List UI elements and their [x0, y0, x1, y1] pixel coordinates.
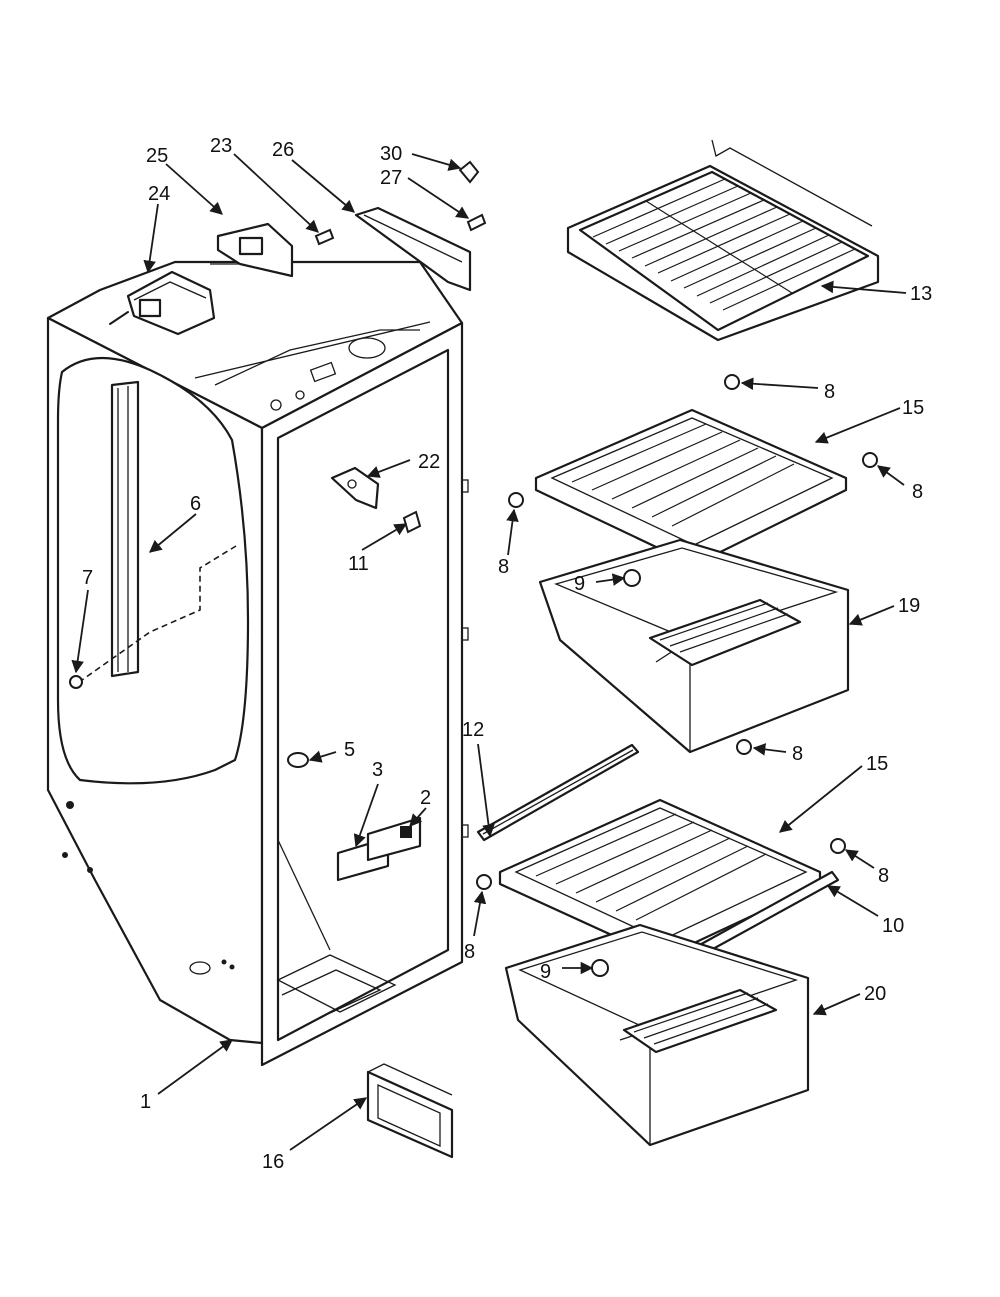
- label-7: 7: [82, 567, 93, 589]
- crisper-drawer-part-20: [504, 923, 810, 1147]
- label-8-c: 8: [498, 556, 509, 578]
- part-number-labels: 25 24 23 26 30 27 13 8 15 22 8 6 8 11 9 …: [82, 135, 932, 1173]
- glass-shelf-part-15-lower: [498, 798, 822, 960]
- cover-part-16: [366, 1063, 454, 1159]
- label-8-a: 8: [824, 381, 835, 403]
- label-3: 3: [372, 759, 383, 781]
- label-8-f: 8: [464, 941, 475, 963]
- glass-shelf-part-15-upper: [534, 408, 848, 567]
- label-20: 20: [864, 983, 886, 1005]
- plug-part-5: [287, 752, 309, 768]
- leader-lines: [71, 153, 907, 1151]
- label-1: 1: [140, 1091, 151, 1113]
- label-30: 30: [380, 143, 402, 165]
- label-27: 27: [380, 167, 402, 189]
- crisper-drawer-part-19: [538, 538, 850, 754]
- wire-shelf-part-13: [566, 139, 880, 342]
- cabinet-liner: [46, 260, 469, 1067]
- bracket-part-22: [330, 466, 380, 510]
- label-8-b: 8: [912, 481, 923, 503]
- screw-8-a: [724, 374, 740, 390]
- label-15-a: 15: [902, 397, 924, 419]
- bracket-part-25: [210, 222, 294, 278]
- label-9-b: 9: [540, 961, 551, 983]
- screw-9-a: [623, 569, 641, 587]
- label-10: 10: [882, 915, 904, 937]
- label-8-d: 8: [792, 743, 803, 765]
- label-13: 13: [910, 283, 932, 305]
- label-part-2: [366, 816, 422, 862]
- screw-8-f: [476, 874, 492, 890]
- screw-part-27: [466, 213, 487, 232]
- label-25: 25: [146, 145, 168, 167]
- label-19: 19: [898, 595, 920, 617]
- screw-part-23: [314, 228, 335, 246]
- clip-part-30: [458, 160, 480, 184]
- label-9-a: 9: [574, 573, 585, 595]
- rail-part-12: [476, 743, 640, 842]
- control-housing-part-24: [109, 270, 216, 336]
- label-15-b: 15: [866, 753, 888, 775]
- label-5: 5: [344, 739, 355, 761]
- rail-part-26: [354, 206, 472, 292]
- label-6: 6: [190, 493, 201, 515]
- label-23: 23: [210, 135, 232, 157]
- label-12: 12: [462, 719, 484, 741]
- screw-9-b: [591, 959, 609, 977]
- label-8-e: 8: [878, 865, 889, 887]
- label-24: 24: [148, 183, 170, 205]
- label-11: 11: [348, 553, 369, 575]
- label-16: 16: [262, 1151, 284, 1173]
- screw-part-7: [69, 675, 83, 689]
- screw-8-c: [508, 492, 524, 508]
- label-22: 22: [418, 451, 440, 473]
- screw-8-e: [830, 838, 846, 854]
- label-26: 26: [272, 139, 294, 161]
- screw-8-b: [862, 452, 878, 468]
- label-2: 2: [420, 787, 431, 809]
- screw-8-d: [736, 739, 752, 755]
